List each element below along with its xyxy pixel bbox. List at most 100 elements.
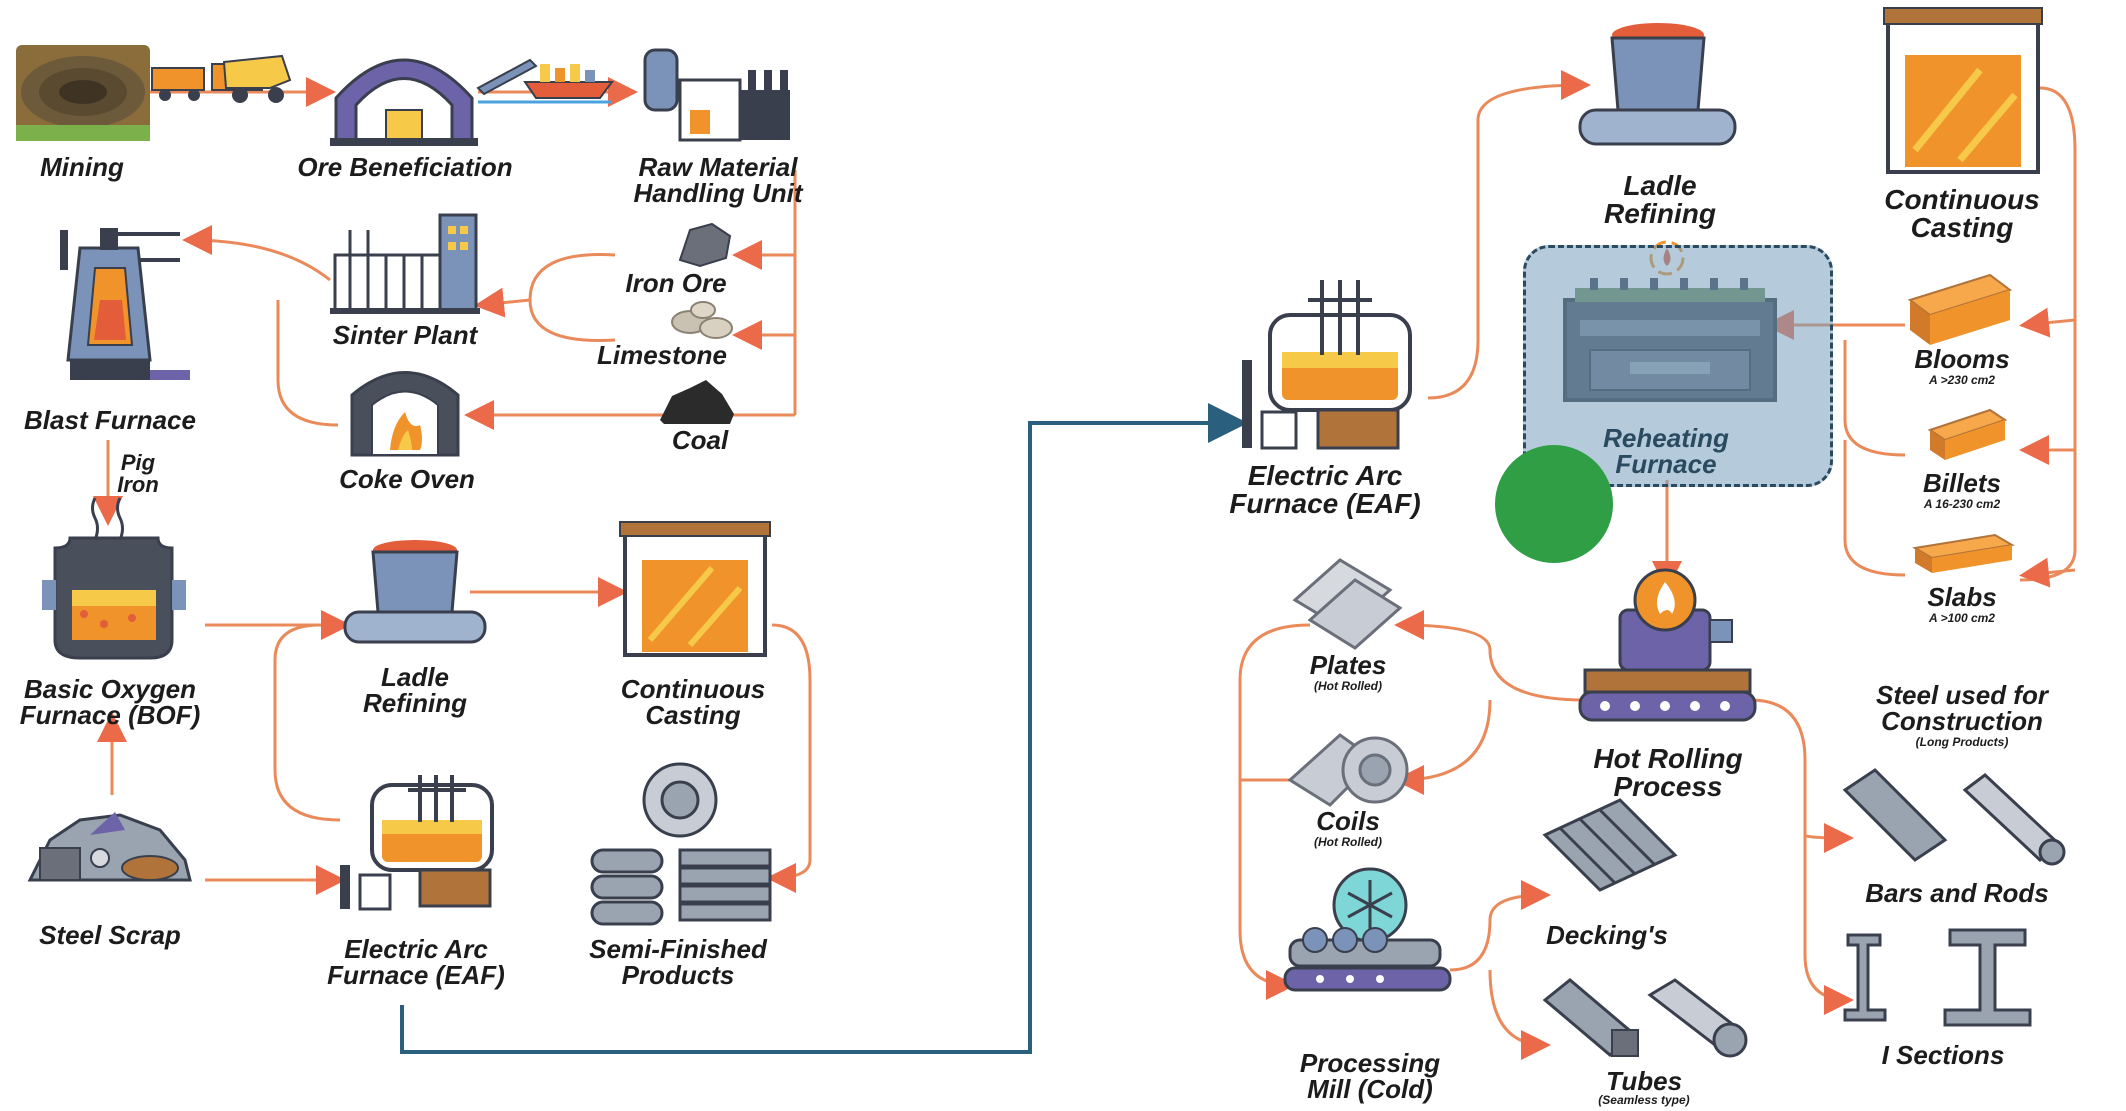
label-sinter-plant: Sinter Plant xyxy=(332,320,478,350)
i-section-icon xyxy=(1843,928,2032,1027)
label-bars-rods: Bars and Rods xyxy=(1865,878,2049,908)
blast-furnace-icon xyxy=(60,228,190,380)
ladle-icon xyxy=(343,540,487,644)
label-billets: Billets xyxy=(1922,468,2002,498)
label-ladle-line1: Ladle xyxy=(381,662,449,692)
label-semi-line2: Products xyxy=(621,960,735,990)
limestone-rocks-icon xyxy=(671,301,733,339)
arc-furnace-icon xyxy=(340,775,494,911)
mining-trucks-icon xyxy=(151,54,292,103)
label-bof: Basic Oxygen Furnace (BOF) xyxy=(20,676,201,728)
label-tubes: Tubes xyxy=(1605,1066,1683,1096)
label-blast-furnace: Blast Furnace xyxy=(24,405,196,435)
label-i-sections: I Sections xyxy=(1881,1040,2005,1070)
plates-icon xyxy=(1292,558,1403,650)
coil-icon xyxy=(1287,733,1409,807)
label-eaf-right-line2: Furnace (EAF) xyxy=(1229,488,1421,519)
iron-ore-rock-icon xyxy=(678,222,732,268)
eaf-connector-line xyxy=(400,403,1248,1054)
label-plates: Plates xyxy=(1309,650,1387,680)
mine-pit-icon xyxy=(16,45,150,141)
continuous-caster-icon-right xyxy=(1883,7,2043,174)
label-slabs: Slabs xyxy=(1927,582,1997,612)
note-construction: (Long Products) xyxy=(1915,735,2009,749)
label-coal: Coal xyxy=(671,425,729,455)
scrap-pile-icon xyxy=(27,812,192,882)
label-semi-line1: Semi-Finished xyxy=(589,934,767,964)
cold-mill-icon xyxy=(1283,867,1452,992)
label-hot-rolling-line1: Hot Rolling xyxy=(1593,743,1743,774)
label-cc-right-line2: Casting xyxy=(1910,212,2014,243)
label-limestone: Limestone xyxy=(596,340,728,370)
label-mill-line2: Mill (Cold) xyxy=(1307,1074,1433,1104)
label-ladle-refining: Ladle Refining xyxy=(363,664,467,716)
label-cc-line2: Casting xyxy=(645,700,741,730)
label-pig-iron-line2: Iron xyxy=(117,472,159,497)
label-cc-right-line1: Continuous xyxy=(1884,184,2040,215)
note-coils: (Hot Rolled) xyxy=(1314,835,1382,849)
label-iron-ore: Iron Ore xyxy=(625,268,727,298)
right-arrows xyxy=(1238,70,2077,1060)
reheating-furnace-highlight xyxy=(1523,245,1833,487)
label-construction-line2: Construction xyxy=(1881,706,2043,736)
label-construction-line1: Steel used for xyxy=(1876,680,2048,710)
label-construction: Steel used for Construction xyxy=(1876,682,2048,734)
sinter-plant-icon xyxy=(330,213,480,314)
label-reheating-line1: Reheating xyxy=(1603,423,1729,453)
label-eaf-left-line1: Electric Arc xyxy=(344,934,488,964)
note-tubes: (Seamless type) xyxy=(1598,1093,1690,1107)
label-semi-finished: Semi-Finished Products xyxy=(589,936,767,988)
label-mill-line1: Processing xyxy=(1299,1048,1441,1078)
label-processing-mill: Processing Mill (Cold) xyxy=(1300,1050,1440,1102)
label-reheating-line2: Furnace xyxy=(1615,449,1717,479)
label-raw-material-line2: Handling Unit xyxy=(633,178,803,208)
label-mining: Mining xyxy=(40,152,124,182)
bars-rods-icon xyxy=(1842,768,2066,866)
label-hot-rolling-line2: Process xyxy=(1613,771,1723,802)
label-coils: Coils xyxy=(1316,806,1380,836)
note-plates: (Hot Rolled) xyxy=(1314,679,1382,693)
label-continuous-casting-right: Continuous Casting xyxy=(1884,186,2040,242)
coal-pile-icon xyxy=(660,380,734,424)
beneficiation-plant-icon xyxy=(330,58,478,146)
label-continuous-casting: Continuous Casting xyxy=(621,676,765,728)
note-blooms: A >230 cm2 xyxy=(1929,373,1995,387)
tubes-icon xyxy=(1542,978,1748,1058)
label-raw-material: Raw Material Handling Unit xyxy=(634,154,803,206)
label-raw-material-line1: Raw Material xyxy=(638,152,798,182)
semi-finished-products-icon xyxy=(590,762,772,926)
label-coke-oven: Coke Oven xyxy=(339,464,475,494)
note-slabs: A >100 cm2 xyxy=(1929,611,1995,625)
bloom-bar-icon xyxy=(1907,273,2013,345)
conveyor-ship-icon xyxy=(476,58,614,104)
billet-bar-icon xyxy=(1927,408,2008,460)
label-ladle-refining-right: Ladle Refining xyxy=(1604,172,1716,228)
continuous-caster-icon xyxy=(619,521,771,657)
label-pig-iron: Pig Iron xyxy=(117,452,159,496)
label-ore-beneficiation: Ore Beneficiation xyxy=(297,152,513,182)
label-eaf-right: Electric Arc Furnace (EAF) xyxy=(1229,462,1420,518)
bof-converter-icon xyxy=(42,497,186,660)
label-ladle-right-line2: Refining xyxy=(1604,198,1716,229)
label-ladle-line2: Refining xyxy=(363,688,467,718)
label-eaf-right-line1: Electric Arc xyxy=(1247,460,1403,491)
label-cc-line1: Continuous xyxy=(620,674,766,704)
label-steel-scrap: Steel Scrap xyxy=(39,920,181,950)
label-bof-line1: Basic Oxygen xyxy=(24,674,196,704)
label-deckings: Decking's xyxy=(1546,920,1668,950)
raw-material-plant-icon xyxy=(643,48,790,142)
hot-rolling-mill-icon xyxy=(1578,568,1757,722)
checkmark-badge xyxy=(1495,445,1613,563)
left-arrows xyxy=(93,77,812,895)
label-eaf-left-line2: Furnace (EAF) xyxy=(327,960,505,990)
label-blooms: Blooms xyxy=(1914,344,2010,374)
label-hot-rolling: Hot Rolling Process xyxy=(1593,745,1742,801)
coke-oven-icon xyxy=(350,371,460,457)
label-ladle-right-line1: Ladle xyxy=(1623,170,1697,201)
label-pig-iron-line1: Pig xyxy=(120,450,156,475)
slab-bar-icon xyxy=(1912,533,2015,573)
label-reheating-furnace: Reheating Furnace xyxy=(1603,425,1729,477)
decking-icon xyxy=(1542,798,1678,892)
ladle-icon-right xyxy=(1578,23,1737,146)
label-eaf-left: Electric Arc Furnace (EAF) xyxy=(327,936,505,988)
